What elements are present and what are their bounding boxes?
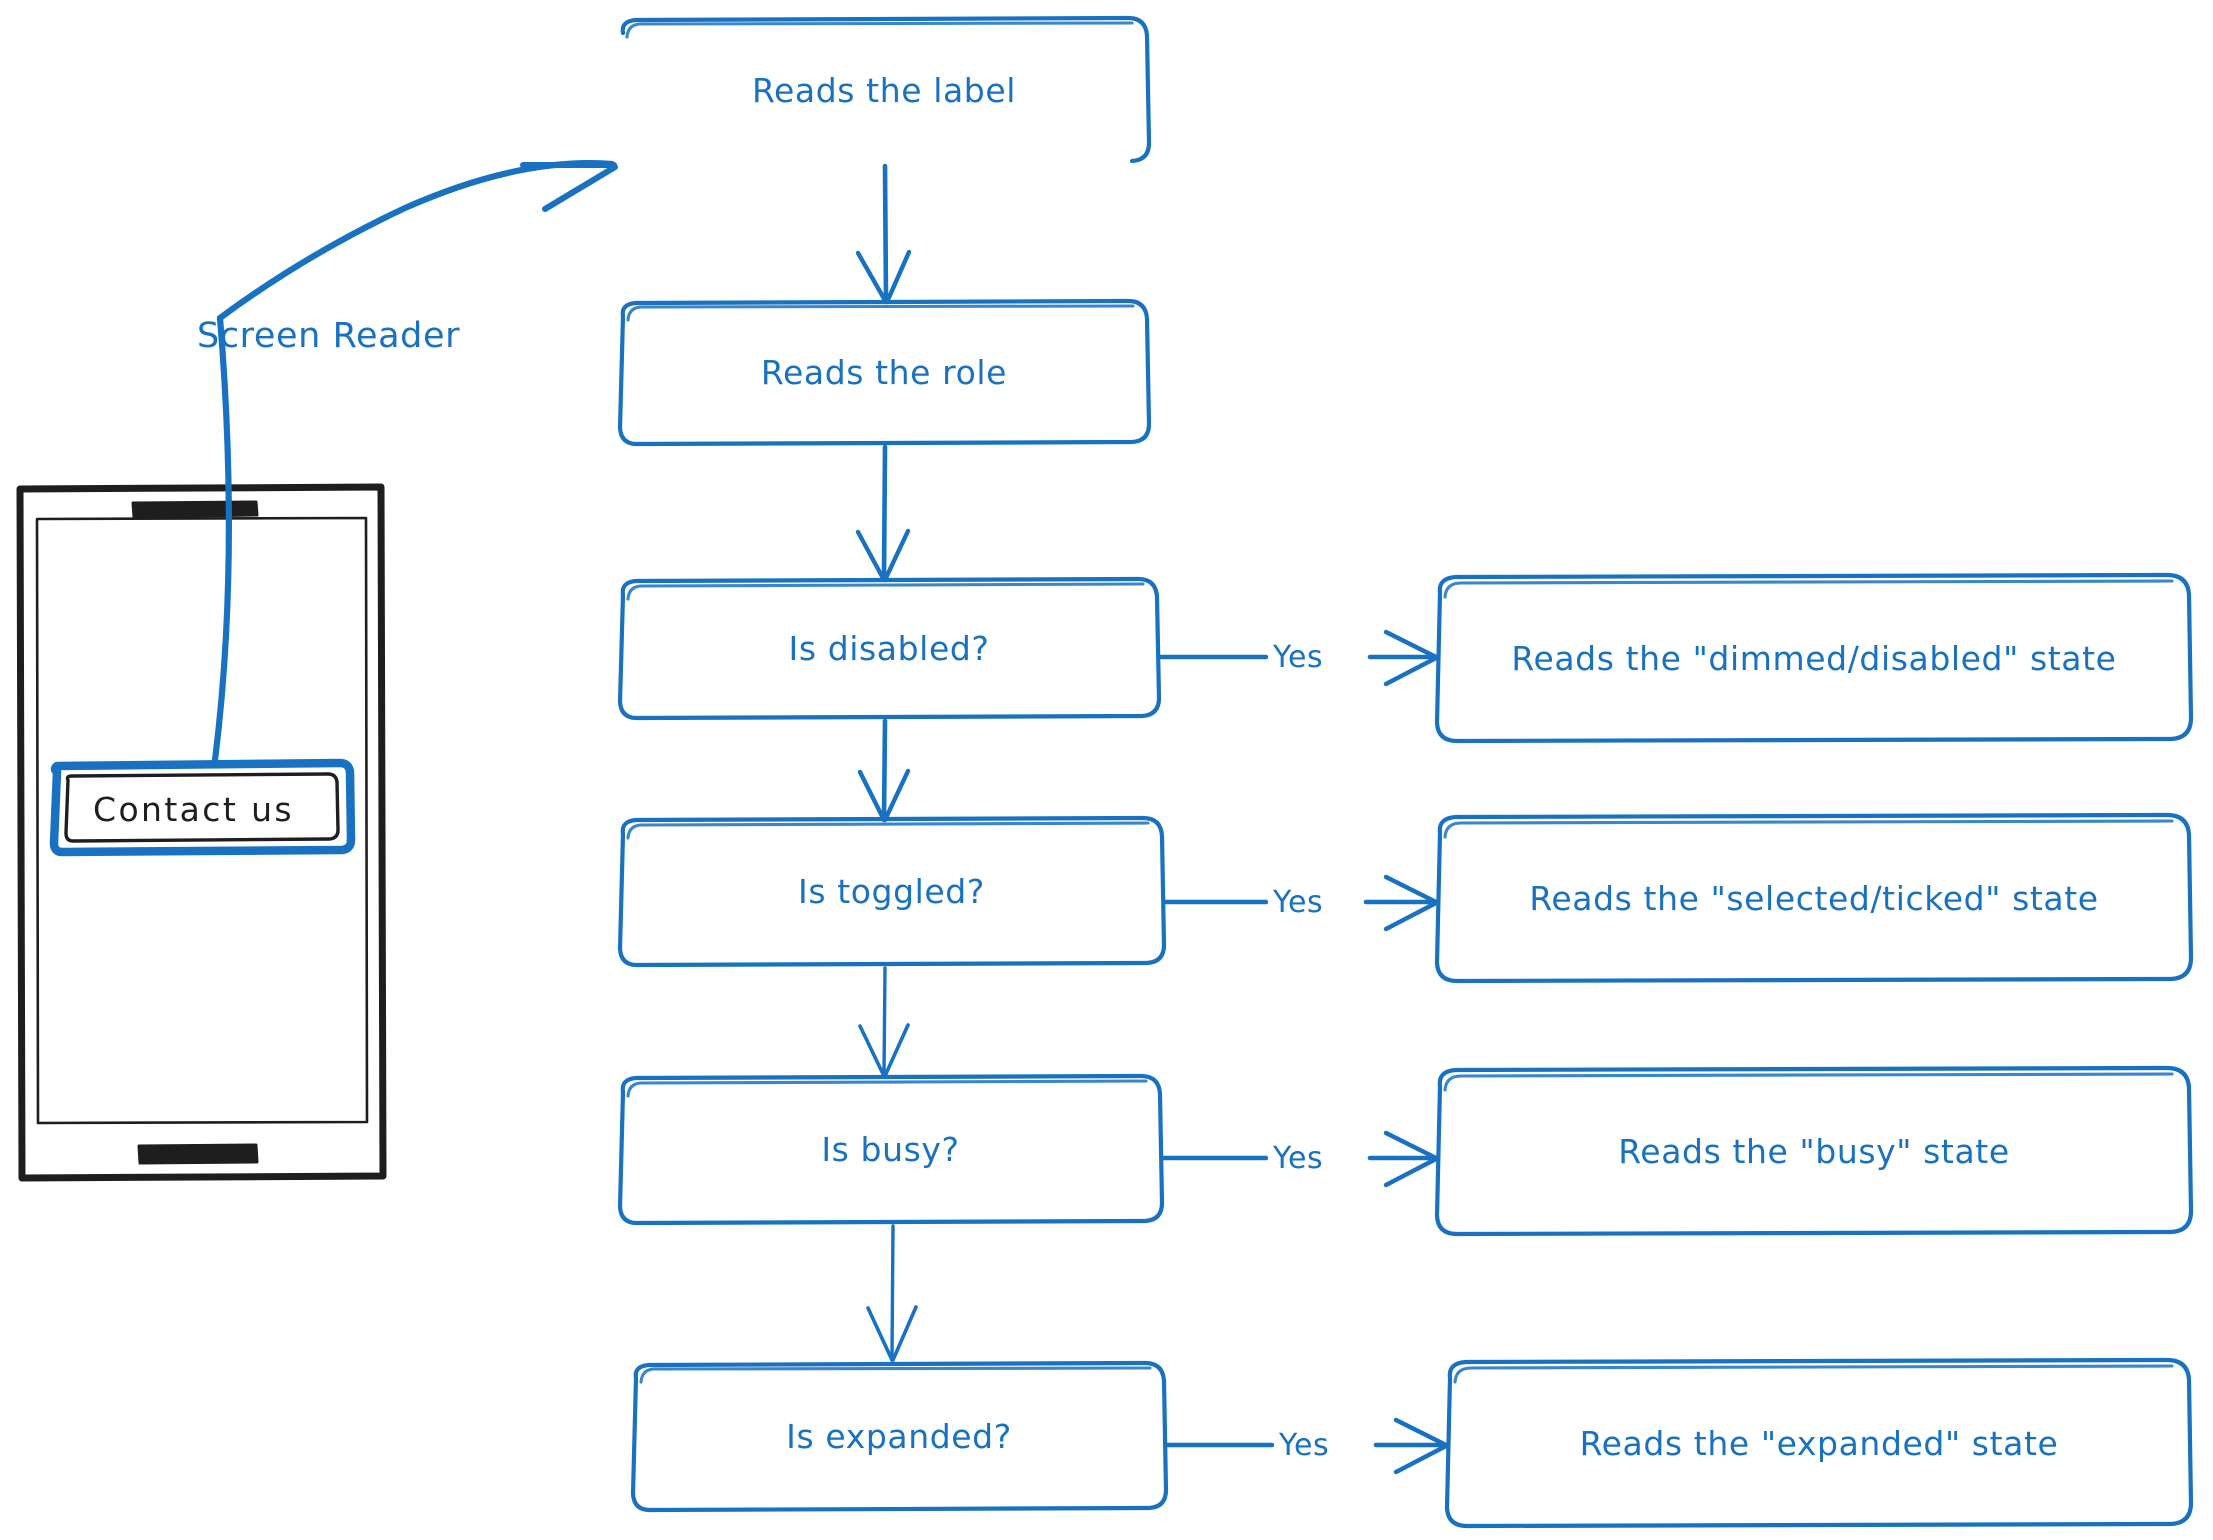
node-is-disabled[interactable] [617,576,1162,721]
node-out-busy[interactable] [1434,1065,2194,1237]
connector-label-to-role [855,163,912,305]
connector-role-to-disabled [855,444,911,583]
connector-toggled-to-busy [858,966,910,1078]
phone-home-indicator [137,1143,259,1165]
connector-yes-expanded [1165,1417,1449,1475]
node-out-toggled[interactable] [1434,812,2194,984]
connector-yes-disabled [1157,629,1439,687]
phone-speaker-bar [131,500,259,519]
node-is-busy[interactable] [617,1073,1165,1226]
node-out-expanded[interactable] [1444,1357,2194,1529]
node-reads-label[interactable] [620,15,1152,164]
focus-ring [49,758,356,857]
contact-us-button-outline [64,772,340,843]
contact-us-button[interactable] [49,758,356,857]
connector-yes-busy [1161,1130,1439,1188]
node-reads-role[interactable] [617,298,1152,447]
connector-yes-toggled [1163,874,1439,932]
node-is-expanded[interactable] [630,1360,1169,1513]
node-out-disabled[interactable] [1434,572,2194,744]
node-is-toggled[interactable] [617,815,1167,968]
screen-reader-arrow [211,160,618,764]
connector-busy-to-expanded [866,1224,918,1362]
connector-disabled-to-toggled [857,718,911,823]
